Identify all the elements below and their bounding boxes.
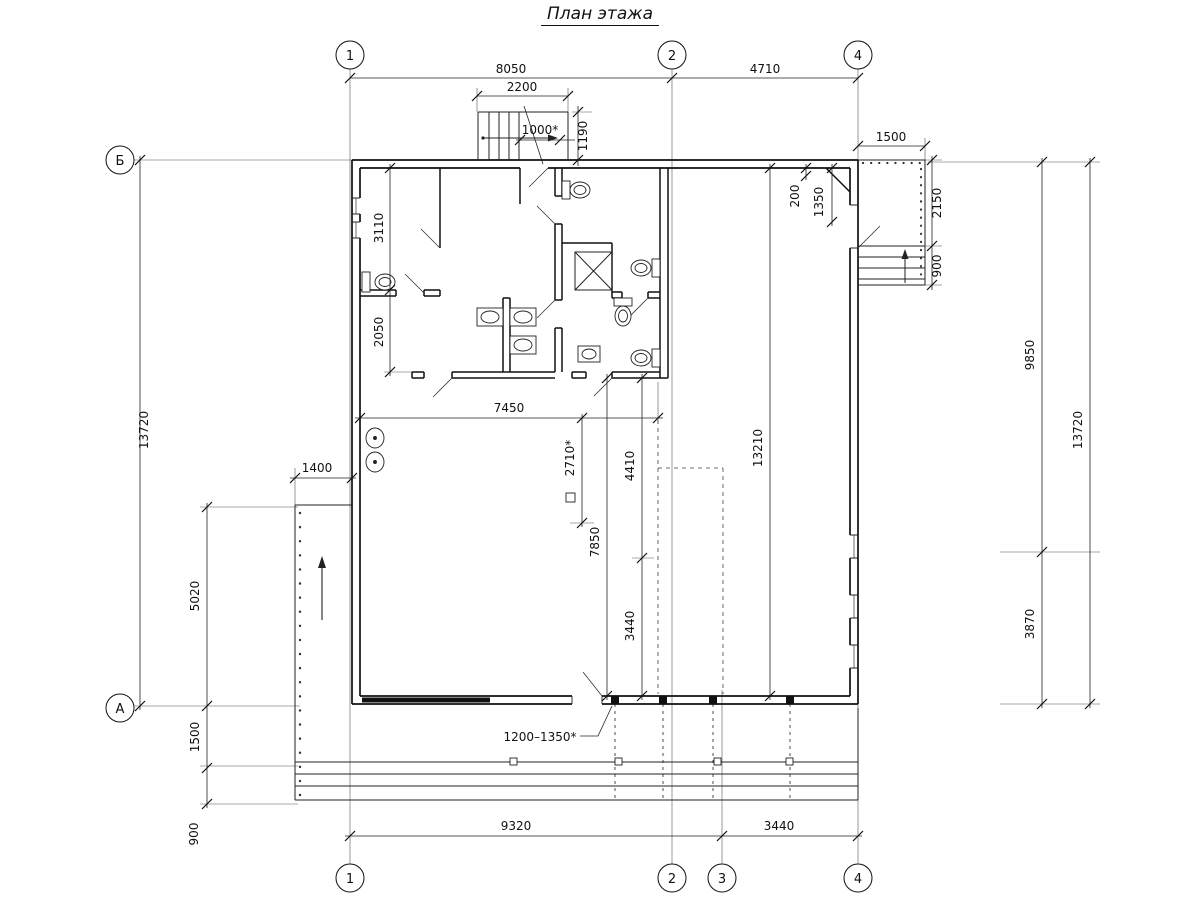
stair-break-line — [523, 105, 544, 165]
axis-markers — [105, 40, 873, 893]
dim-7450: 7450 — [494, 401, 525, 415]
axis-bubble — [335, 40, 365, 70]
window-glazing-lines — [355, 198, 855, 668]
exterior-walls — [351, 159, 859, 705]
dim-2150: 2150 — [930, 188, 944, 219]
axis-label-left-a: А — [116, 702, 125, 717]
dim-2050: 2050 — [372, 317, 386, 348]
dim-8050: 8050 — [496, 62, 527, 76]
terrace — [294, 504, 859, 801]
axis-bubble — [335, 863, 365, 893]
dim-9320: 9320 — [501, 819, 532, 833]
dim-4710: 4710 — [750, 62, 781, 76]
dim-13210: 13210 — [751, 429, 765, 467]
axis-label-left-b: Б — [116, 154, 125, 169]
toilet-icon — [613, 297, 633, 327]
dim-1400: 1400 — [302, 461, 333, 475]
toilet-icon — [561, 180, 591, 200]
axis-bubble — [105, 693, 135, 723]
wall-posts — [611, 696, 794, 704]
title-bar: План этажа — [0, 4, 1200, 26]
axis-label-bottom-3: 3 — [718, 872, 726, 887]
sink-icon — [509, 335, 537, 355]
window-door-jambs — [352, 197, 858, 704]
dim-3110: 3110 — [372, 213, 386, 244]
dim-9850: 9850 — [1023, 340, 1037, 371]
axis-label-top-4: 4 — [854, 49, 862, 64]
dim-2200: 2200 — [507, 80, 538, 94]
dim-1500-balcony: 1500 — [876, 130, 907, 144]
axis-bubble — [707, 863, 737, 893]
dim-3440-bottom: 3440 — [764, 819, 795, 833]
fixtures — [361, 180, 661, 503]
dim-200: 200 — [788, 185, 802, 208]
sink-icon — [509, 307, 537, 327]
axis-bubble — [105, 145, 135, 175]
axis-label-bottom-1: 1 — [346, 872, 354, 887]
axis-bubble — [657, 863, 687, 893]
balcony-stair-arrow-icon — [901, 249, 909, 283]
extension-lines — [200, 88, 942, 805]
column-marker — [565, 492, 576, 503]
dimension-lines — [139, 77, 1091, 837]
deck-hidden-lines — [614, 704, 791, 798]
basin-icon — [365, 427, 385, 449]
dim-4410: 4410 — [623, 451, 637, 482]
dim-13720-left: 13720 — [137, 411, 151, 449]
door-leaves — [404, 167, 881, 697]
axis-lines — [134, 69, 1100, 864]
axis-label-top-1: 1 — [346, 49, 354, 64]
door-dim-leader — [580, 705, 613, 737]
axis-label-bottom-4: 4 — [854, 872, 862, 887]
entry-arrow-icon — [318, 556, 326, 620]
toilet-icon — [630, 258, 661, 278]
balcony — [858, 159, 926, 286]
dim-1350: 1350 — [812, 187, 826, 218]
dim-3440-hall: 3440 — [623, 611, 637, 642]
dim-13720-right: 13720 — [1071, 411, 1085, 449]
drawing-title: План этажа — [541, 4, 659, 26]
dim-1500-porch: 1500 — [188, 722, 202, 753]
hall-hidden-lines — [657, 420, 724, 694]
deck-posts — [509, 757, 794, 766]
dim-900-balcony: 900 — [930, 255, 944, 278]
dim-1000: 1000* — [522, 123, 559, 137]
axis-bubble — [843, 863, 873, 893]
axis-marker-labels: 1 2 4 Б А 1 2 3 4 — [116, 49, 863, 887]
sink-icon — [476, 307, 504, 327]
dim-2710: 2710* — [563, 440, 577, 477]
sink-icon — [577, 345, 601, 363]
dim-3870: 3870 — [1023, 609, 1037, 640]
axis-label-top-2: 2 — [668, 49, 676, 64]
shower-stall — [574, 251, 613, 291]
axis-bubble — [843, 40, 873, 70]
dim-1190: 1190 — [576, 121, 590, 152]
dim-7850: 7850 — [588, 527, 602, 558]
interior-walls — [360, 167, 851, 379]
dim-1200-1350: 1200–1350* — [503, 730, 576, 744]
dimension-labels: 8050 4710 2200 1000* 1190 1500 200 1350 … — [137, 62, 1085, 845]
dim-5020: 5020 — [188, 581, 202, 612]
basin-icon — [365, 451, 385, 473]
axis-bubble — [657, 40, 687, 70]
axis-label-bottom-2: 2 — [668, 872, 676, 887]
dim-900-porch: 900 — [187, 823, 201, 846]
toilet-icon — [630, 348, 661, 368]
entry-stairs — [477, 105, 569, 165]
